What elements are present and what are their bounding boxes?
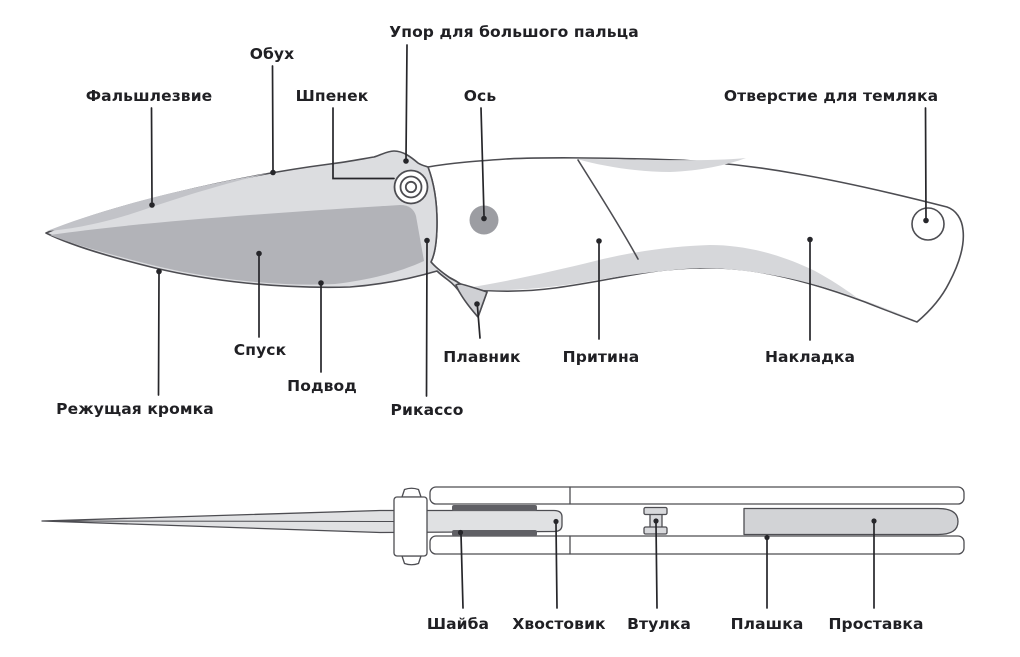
dot-scale — [807, 236, 813, 243]
label-bolster: Притина — [563, 348, 640, 366]
label-scale: Накладка — [765, 348, 855, 366]
dot-lanyard-hole — [923, 217, 929, 224]
dot-flipper — [474, 301, 480, 307]
leader-thumb-rest — [405, 44, 408, 160]
bushing-flange-top — [643, 506, 668, 516]
label-cutting-edge: Режущая кромка — [56, 400, 214, 418]
labels: Упор для большого пальца Обух Фальшлезви… — [56, 23, 938, 633]
dot-tang — [553, 518, 559, 525]
leader-spine — [271, 65, 274, 171]
blade-grind — [50, 205, 424, 285]
label-flipper: Плавник — [443, 348, 521, 366]
handle — [427, 157, 965, 323]
dot-spine — [270, 169, 276, 176]
pivot-inner-ring — [404, 180, 418, 194]
label-bushing: Втулка — [627, 615, 691, 633]
label-grind: Спуск — [234, 341, 287, 359]
leader-axis — [480, 107, 485, 217]
dot-bolster — [596, 238, 602, 244]
dot-liner — [764, 534, 770, 541]
label-washer: Шайба — [427, 615, 489, 633]
dot-edge-bevel — [318, 280, 324, 286]
leader-tang — [555, 523, 558, 609]
label-spacer: Проставка — [828, 615, 923, 633]
dot-false-edge — [149, 202, 155, 208]
dot-spacer — [871, 518, 877, 524]
flipper-tab — [455, 283, 488, 318]
leader-lanyard-hole — [924, 107, 927, 219]
label-spine: Обух — [250, 45, 295, 63]
bottom-bar — [429, 535, 965, 555]
leader-ricasso — [425, 242, 428, 397]
spacer — [743, 507, 959, 536]
folded-blade-crease — [41, 520, 413, 522]
lanyard-hole — [911, 207, 945, 241]
leader-cutting-edge — [157, 273, 160, 396]
pivot-boss-bottom — [401, 555, 422, 566]
leader-thumb-stud — [332, 107, 395, 180]
label-lanyard-hole: Отверстие для темляка — [724, 87, 938, 105]
open-knife-drawing — [45, 150, 965, 323]
leader-bushing — [655, 522, 658, 609]
washer-top — [452, 505, 537, 511]
pivot-boss-top — [401, 487, 422, 498]
label-axis: Ось — [464, 87, 497, 105]
top-bar — [429, 486, 965, 505]
leader-lines — [150, 44, 927, 609]
dot-washer — [457, 529, 464, 536]
dot-ricasso — [424, 237, 430, 244]
pivot-block — [393, 487, 428, 566]
washer-bottom — [452, 530, 537, 536]
folded-knife-drawing — [41, 486, 965, 566]
label-ricasso: Рикассо — [391, 401, 464, 419]
pivot-block-body — [393, 496, 428, 557]
dot-thumb-rest — [403, 158, 409, 164]
label-tang: Хвостовик — [512, 615, 606, 633]
label-false-edge: Фальшлезвие — [86, 87, 213, 105]
label-thumb-stud: Шпенек — [296, 87, 369, 105]
pivot-screw — [393, 169, 429, 205]
label-thumb-rest: Упор для большого пальца — [389, 23, 639, 41]
handle-top-shading — [577, 158, 746, 172]
dot-cutting-edge — [156, 268, 162, 275]
leader-washer — [460, 533, 464, 609]
dot-grind — [256, 250, 262, 257]
bolster-line — [577, 159, 639, 260]
dot-axis — [481, 215, 487, 222]
leader-flipper — [476, 306, 481, 339]
blade-false-edge — [47, 173, 270, 231]
leader-false-edge — [150, 107, 153, 203]
dot-bushing — [653, 518, 659, 524]
label-liner: Плашка — [731, 615, 804, 633]
leader-dots — [149, 158, 929, 541]
label-edge-bevel: Подвод — [287, 377, 357, 395]
handle-bottom-shading — [466, 245, 914, 320]
